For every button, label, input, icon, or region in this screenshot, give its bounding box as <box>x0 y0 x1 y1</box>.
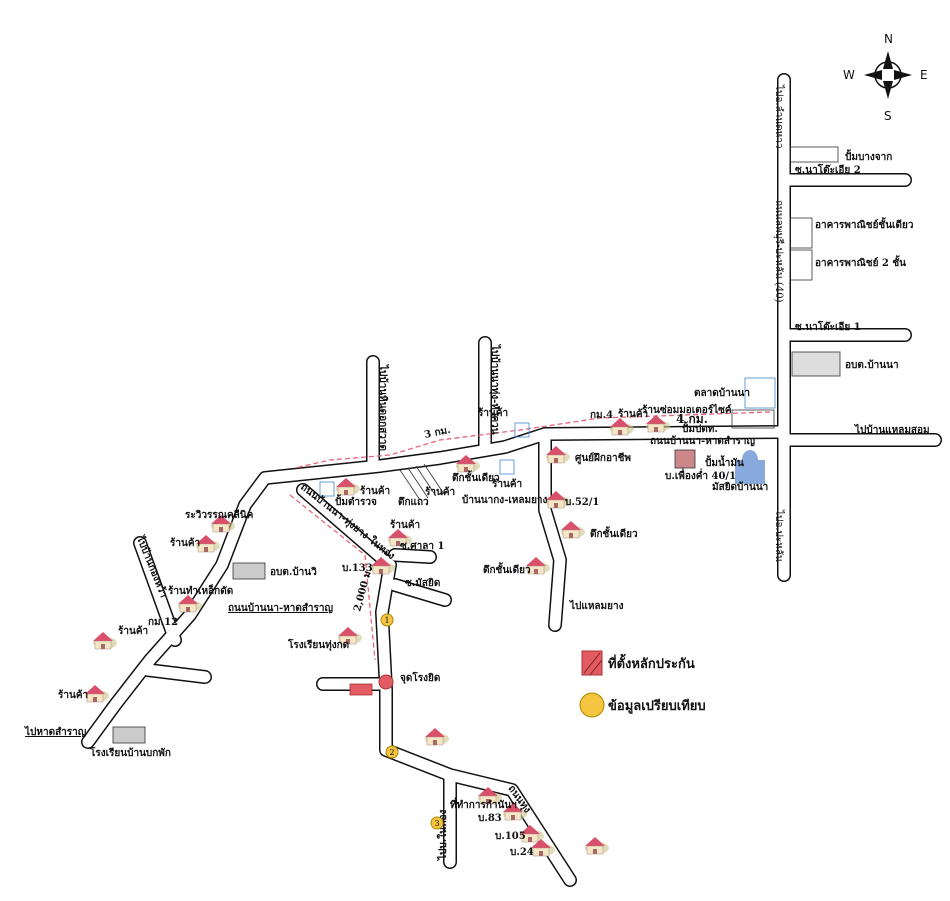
road-label: ถนนลพบุรี-ปะหลัน (40) <box>773 200 785 303</box>
road-label: ถนนบ้านนา-หาดสำราญ <box>650 435 756 447</box>
compass-s: S <box>884 109 892 123</box>
compass-n: N <box>884 32 893 46</box>
place-label: ร้านค้า <box>58 689 88 701</box>
place-label: ร้านค้า <box>118 625 148 637</box>
distance-label: 3 กม. <box>423 425 451 441</box>
place-label: ร้านค้า <box>170 537 200 549</box>
mosque-icon <box>735 450 765 484</box>
collateral-marker <box>349 674 394 696</box>
road-label: ไปอ.ปะหลัน <box>773 509 785 562</box>
place-label: ตึกชั้นเดียว <box>452 470 500 484</box>
place-label: ตลาดบ้านนา <box>694 387 750 399</box>
building-icons <box>112 146 841 744</box>
place-label: ตึกชั้นเดียว <box>590 526 638 540</box>
place-label: ที่ทำการกำนันฯ <box>450 797 517 811</box>
place-label: ระวิวรรณคลีนิค <box>185 509 254 521</box>
marker-3: 3 <box>435 819 440 828</box>
place-label: อบต.บ้านนา <box>845 359 899 371</box>
compass-w: W <box>843 68 855 82</box>
marker-1: 1 <box>385 616 390 625</box>
place-label: โรงเรียนบ้านบกพัก <box>89 746 171 759</box>
place-label: มัสยิดบ้านนา <box>712 481 768 493</box>
place-labels: ปั้มบางจาก อาคารพาณิชย์ชั้นเดียว อาคารพา… <box>58 149 914 858</box>
road-label: ไปอ.ลำนดหาว <box>773 84 785 148</box>
place-label: อาคารพาณิชย์ 2 ชั้น <box>815 255 906 269</box>
place-label: ร้านค้า <box>425 486 455 498</box>
road-label: ไปบ้านนาทุ่ง-หัวควน <box>489 344 502 435</box>
place-label: โรงเรียนทุ่งกด <box>287 638 349 651</box>
road-label: ซ.ศาลา 1 <box>400 541 444 552</box>
place-label: ร้านซ่อมมอเตอร์ไซค์ <box>642 403 732 416</box>
marker-2: 2 <box>390 748 395 757</box>
place-label: ปั้มปตท. <box>682 421 718 435</box>
place-label: ปั้มตำรวจ <box>335 494 377 508</box>
place-label: ร้านค้า <box>478 407 508 419</box>
distance-label: กม.4 <box>590 410 613 421</box>
place-label: บ.133 <box>342 563 373 574</box>
place-label: บ.83 <box>478 813 502 824</box>
legend-comparable: ข้อมูลเปรียบเทียบ <box>608 698 706 714</box>
comparable-markers: 1 2 3 <box>380 613 444 830</box>
legend: ที่ตั้งหลักประกัน ข้อมูลเปรียบเทียบ <box>579 650 706 718</box>
place-label: ร้านค้า <box>618 408 648 420</box>
place-label: ตึกแถว <box>398 496 429 508</box>
road-label: ซ.นาโต๊ะเอีย 2 <box>795 163 861 176</box>
place-label: อาคารพาณิชย์ชั้นเดียว <box>815 217 914 231</box>
place-label: ร้านค้า <box>492 478 522 490</box>
place-label: จุดโรงยิด <box>400 671 440 684</box>
compass-e: E <box>920 68 928 82</box>
road-label: ซ.นาโต๊ะเอีย 1 <box>795 320 861 333</box>
place-label: บ.105 <box>495 831 526 842</box>
place-label: ปั้มน้ำมัน <box>705 455 744 469</box>
distance-label: 4 กม. <box>676 412 708 426</box>
route-dashed <box>289 411 771 661</box>
distance-label: กม.12 <box>148 617 178 628</box>
place-label: อบต.บ้านวิ <box>270 566 317 578</box>
road-network <box>81 73 942 887</box>
road-label: ซ.มัสยิด <box>405 577 440 589</box>
place-label: บ.เพื่องค่ำ 40/1 <box>665 468 736 482</box>
legend-collateral: ที่ตั้งหลักประกัน <box>608 653 695 672</box>
road-label: ไปบ้านแหลมสอม <box>854 423 930 436</box>
place-label: บ.52/1 <box>565 497 599 508</box>
place-label: ร้านทำเหล็กดัด <box>168 583 233 597</box>
place-label: ศูนย์ฝึกอาชีพ <box>575 452 631 465</box>
place-label: ปั้มบางจาก <box>845 149 892 163</box>
place-label: ตึกชั้นเดียว <box>483 562 531 576</box>
place-label: บ.24 <box>510 847 534 858</box>
compass-icon: N S E W <box>843 32 928 123</box>
road-label: บ้านนากง-เหลมยาง <box>462 494 548 506</box>
road-label: ถนนบ้านนา-หาดสำราญ <box>228 602 334 614</box>
road-label: ไปแหลมยาง <box>569 599 624 612</box>
road-label: ไปบ้านหินดอกสวาด <box>377 364 390 451</box>
place-label: ร้านค้า <box>360 485 390 497</box>
road-label: ไปหาดสำราญ <box>24 725 87 738</box>
place-label: ร้านค้า <box>390 519 420 531</box>
